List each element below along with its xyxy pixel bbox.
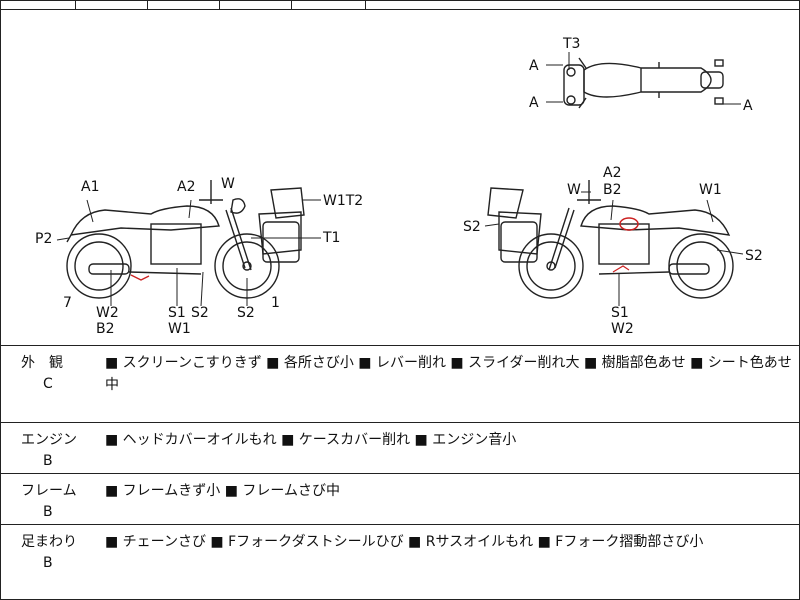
top-view-label-a-upper: A	[529, 58, 539, 74]
motorcycle-top-view	[563, 57, 724, 109]
right-view-label-s2-rear: S2	[745, 248, 763, 264]
top-view-label-t3: T3	[562, 36, 580, 52]
right-view-damage-scratch	[612, 265, 630, 273]
section-notes: ■ スクリーンこすりきず ■ 各所さび小 ■ レバー削れ ■ スライダー削れ大 …	[105, 355, 792, 393]
top-view-leaders	[546, 52, 741, 105]
section-grade: B	[43, 555, 53, 571]
section-grade: B	[43, 453, 53, 469]
left-view-leaders	[56, 199, 321, 307]
top-view-label-a-lower: A	[529, 95, 539, 111]
left-view-label-a2: A2	[177, 179, 195, 195]
section-exterior: 外 観 C ■ スクリーンこすりきず ■ 各所さび小 ■ レバー削れ ■ スライ…	[1, 346, 799, 423]
top-view-label-a-rear: A	[743, 98, 753, 114]
left-view-label-s1: S1	[168, 305, 186, 321]
section-notes: ■ ヘッドカバーオイルもれ ■ ケースカバー削れ ■ エンジン音小	[105, 432, 517, 448]
left-view-label-w: W	[221, 176, 235, 192]
left-view-label-t1: T1	[322, 230, 340, 246]
right-view-leaders	[484, 191, 744, 306]
right-view-damage-mark	[619, 217, 639, 231]
right-view-label-a2: A2	[603, 165, 621, 181]
section-category: エンジン	[21, 432, 77, 448]
motorcycle-right-view	[487, 180, 734, 299]
condition-sections: 外 観 C ■ スクリーンこすりきず ■ 各所さび小 ■ レバー削れ ■ スライ…	[1, 346, 799, 599]
left-view-label-a1: A1	[81, 179, 99, 195]
left-view-label-s2-wheel: S2	[237, 305, 255, 321]
right-view-label-s2-front: S2	[463, 219, 481, 235]
right-view-label-w: W	[567, 182, 581, 198]
right-view-label-b2: B2	[603, 182, 622, 198]
section-grade: C	[43, 376, 53, 392]
section-notes: ■ チェーンさび ■ Fフォークダストシールひび ■ Rサスオイルもれ ■ Fフ…	[105, 534, 704, 550]
section-category: 足まわり	[21, 534, 77, 550]
section-grade: B	[43, 504, 53, 520]
section-category: 外 観	[21, 355, 63, 371]
right-view-label-w2: W2	[611, 321, 634, 337]
section-engine: エンジン B ■ ヘッドカバーオイルもれ ■ ケースカバー削れ ■ エンジン音小	[1, 423, 799, 474]
left-view-label-w2: W2	[96, 305, 119, 321]
right-view-label-w1: W1	[699, 182, 722, 198]
left-view-label-w1: W1	[168, 321, 191, 337]
left-view-label-1: 1	[271, 295, 280, 311]
left-view-label-b2: B2	[96, 321, 115, 337]
damage-diagram: T3 A A A	[1, 10, 799, 346]
header-strip	[1, 1, 799, 10]
section-frame: フレーム B ■ フレームきず小 ■ フレームさび中	[1, 474, 799, 525]
left-view-label-7: 7	[63, 295, 72, 311]
section-notes: ■ フレームきず小 ■ フレームさび中	[105, 483, 340, 499]
left-view-damage-mark	[130, 274, 150, 281]
motorcycle-left-view	[66, 180, 305, 299]
right-view-label-s1: S1	[611, 305, 629, 321]
left-view-label-s2-engine: S2	[191, 305, 209, 321]
section-suspension: 足まわり B ■ チェーンさび ■ Fフォークダストシールひび ■ Rサスオイル…	[1, 525, 799, 599]
left-view-label-p2: P2	[35, 231, 52, 247]
left-view-label-w1t2: W1T2	[323, 193, 363, 209]
section-category: フレーム	[21, 483, 77, 499]
